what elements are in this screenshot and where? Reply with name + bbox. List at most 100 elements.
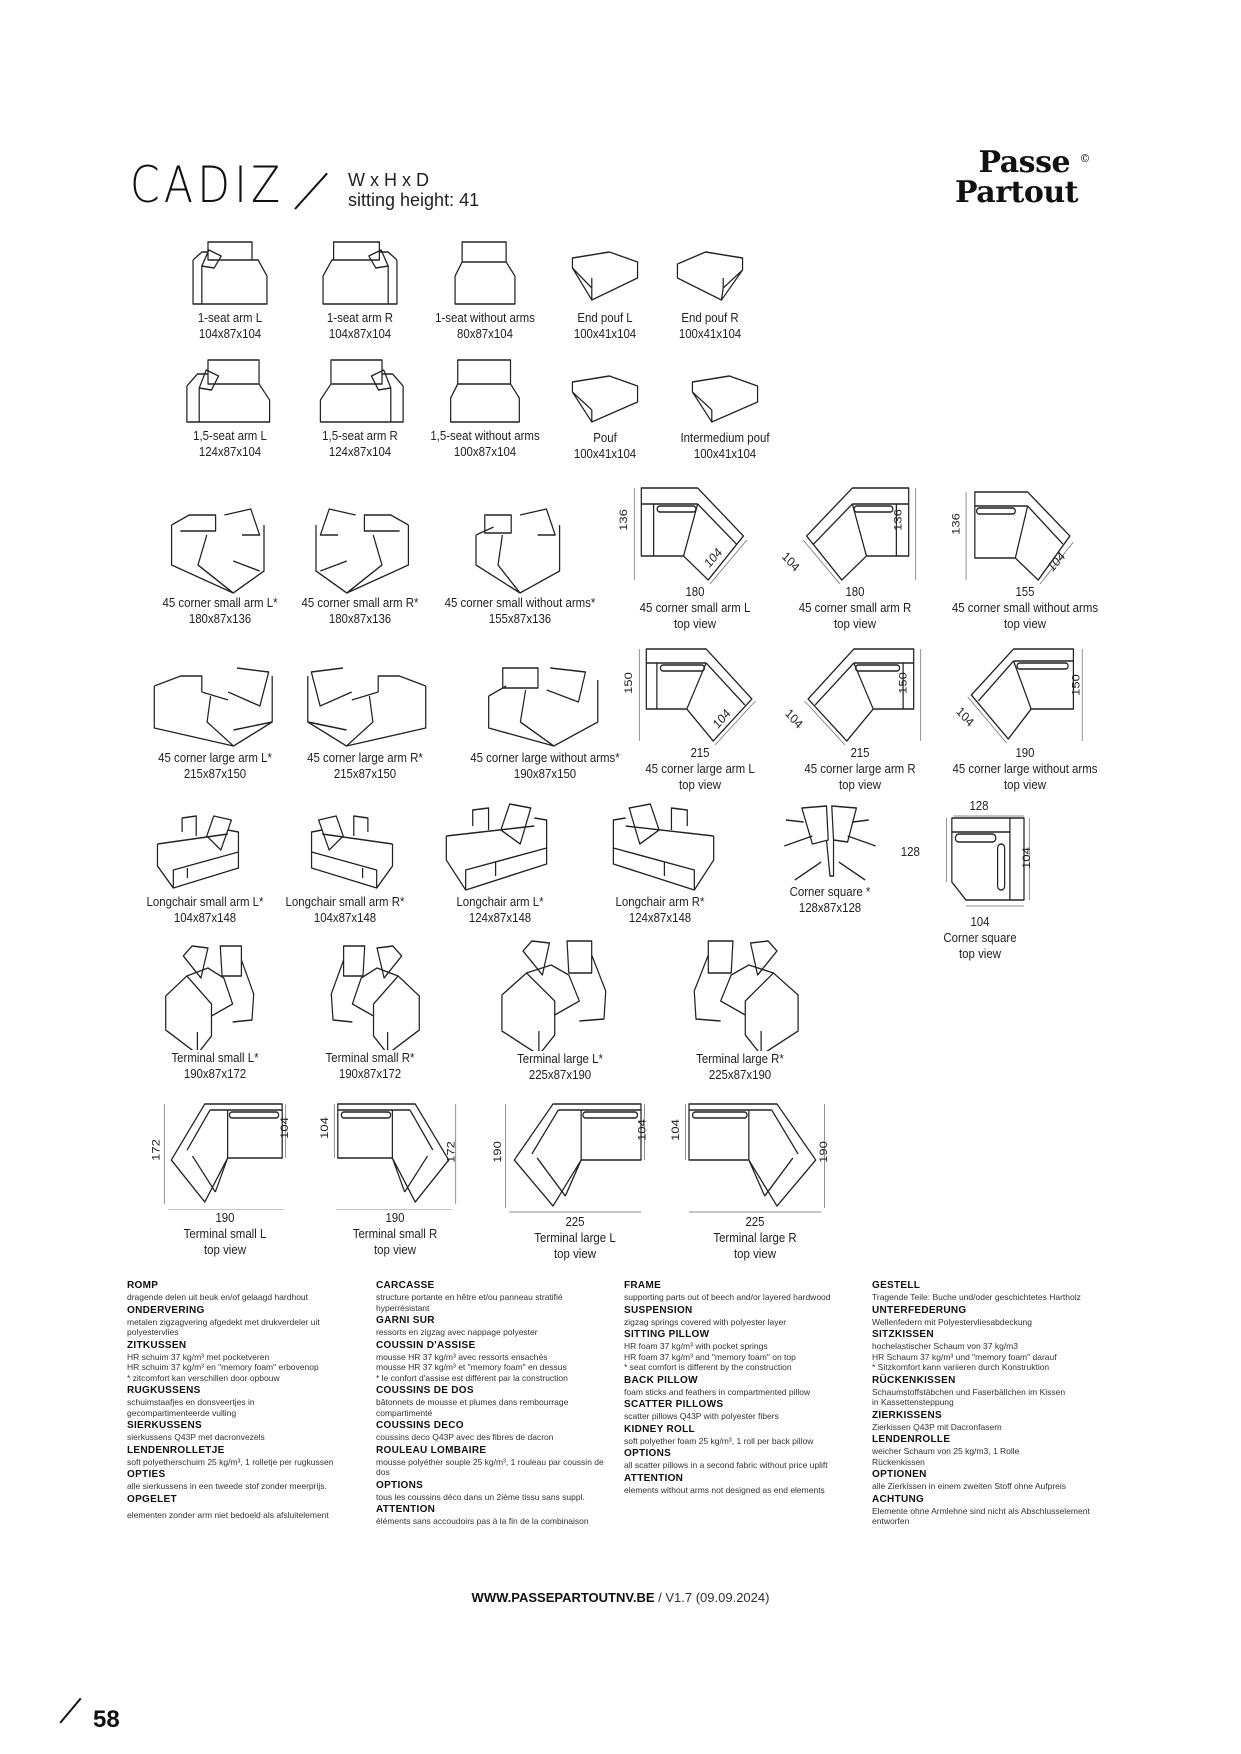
terminal-drawing-icon [330, 945, 420, 1050]
element-1-seat-arm-r: 1-seat arm R 104x87x104 [298, 238, 421, 342]
pouf-drawing-icon [691, 375, 759, 423]
element-name: 45 corner large arm R* [307, 750, 423, 765]
topview-name: 45 corner small arm L [639, 600, 751, 615]
spec-heading: SCATTER PILLOWS [624, 1399, 724, 1410]
corner-sofa-drawing-icon [475, 508, 561, 594]
element-dims: 124x87x148 [628, 910, 692, 925]
element-dims: 124x87x104 [198, 444, 262, 459]
copyright-mark: © [1079, 152, 1091, 165]
element-dims: 104x87x104 [328, 326, 392, 341]
spec-text: ressorts en zigzag avec nappage polyeste… [376, 1327, 538, 1337]
height-dim: 172 [444, 1141, 458, 1163]
width-dim: 190 [215, 1210, 235, 1225]
spec-heading: COUSSINS DE DOS [376, 1385, 474, 1396]
spec-text: schuimstaafjes en donsveertjes in gecomp… [127, 1397, 255, 1418]
element-terminal-large-r: Terminal large R* 225x87x190 [661, 935, 819, 1083]
topview-drawing-icon [802, 487, 917, 584]
element-dims: 155x87x136 [488, 611, 552, 626]
width-dim: 190 [1015, 745, 1035, 760]
spec-text: Tragende Teile: Buche und/oder geschicht… [872, 1292, 1081, 1302]
width-dim: 215 [850, 745, 870, 760]
height-dim: 150 [895, 672, 910, 694]
element-dims: 100x41x104 [693, 446, 757, 461]
topview-drawing-icon [505, 1103, 645, 1213]
element-intermedium-pouf: Intermedium pouf 100x41x104 [668, 372, 782, 462]
width-dim: 215 [690, 745, 710, 760]
spec-text: Zierkissen Q43P mit Dacronfasern [872, 1421, 1002, 1432]
spec-text: éléments sans accoudoirs pas à la fin de… [376, 1516, 589, 1526]
element-name: 1-seat arm L [197, 310, 263, 325]
element-dims: 104x87x148 [313, 910, 377, 925]
spec-text: weicher Schaum von 25 kg/m3, 1 Rolle Rüc… [872, 1446, 1020, 1467]
depth-dim: 104 [1019, 847, 1033, 869]
topview-drawing-icon [685, 1103, 825, 1213]
spec-text: HR schuim 37 kg/m³ met pocketveren HR sc… [127, 1351, 319, 1383]
topview-name: Corner square [943, 930, 1017, 945]
topview-sub: top view [679, 777, 721, 792]
element-45-corner-large-without-arms: 45 corner large without arms* 190x87x150 [457, 660, 633, 782]
element-pouf: Pouf 100x41x104 [557, 372, 654, 462]
element-name: Intermedium pouf [680, 430, 770, 445]
spec-text: soft polyether foam 25 kg/m³, 1 roll per… [624, 1435, 814, 1446]
width-dim: 190 [385, 1210, 405, 1225]
element-name: 1-seat arm R [326, 310, 394, 325]
element-dims: 104x87x104 [198, 326, 262, 341]
logo-line-2: Partout [955, 175, 1079, 210]
spec-text: bâtonnets de mousse et plumes dans rembo… [376, 1397, 569, 1418]
spec-text: sierkussens Q43P met dacronvezels [127, 1432, 265, 1442]
sofa-drawing-icon [192, 241, 268, 305]
spec-heading: SITZKISSEN [872, 1329, 934, 1340]
topview-name: 45 corner large arm L [645, 761, 755, 776]
width-dim: 180 [685, 584, 705, 599]
spec-text: coussins deco Q43P avec des fibres de da… [376, 1432, 554, 1442]
element-dims: 215x87x150 [333, 766, 397, 781]
brand-logo: Passe Partout © [955, 145, 1091, 210]
spec-text: elements without arms not designed as en… [624, 1484, 825, 1495]
topview-45-corner-small-arm-l: 136 104 180 45 corner small arm L top vi… [616, 484, 774, 632]
pouf-drawing-icon [676, 251, 744, 301]
dims-format-label: W x H x D [348, 170, 429, 190]
element-longchair-small-arm-r: Longchair small arm R* 104x87x148 [275, 810, 416, 926]
spec-text: HR foam 37 kg/m³ with pocket springs HR … [624, 1341, 796, 1372]
topview-45-corner-large-without-arms: 150 104 190 45 corner large without arms… [950, 645, 1100, 793]
spec-text: supporting parts out of beech and/or lay… [624, 1292, 831, 1302]
sofa-drawing-icon [322, 241, 398, 305]
spec-text: foam sticks and feathers in compartmente… [624, 1386, 811, 1397]
topview-drawing-icon [333, 1103, 457, 1210]
height-dim: 136 [890, 509, 905, 531]
spec-heading: ATTENTION [624, 1472, 684, 1484]
element-45-corner-large-arm-r: 45 corner large arm R* 215x87x150 [295, 660, 436, 782]
element-dims: 128x87x128 [798, 900, 862, 915]
website-link[interactable]: WWW.PASSEPARTOUTNV.BE [471, 1590, 655, 1605]
spec-text: alle sierkussens in een tweede stof zond… [127, 1481, 327, 1491]
width-dim: 225 [745, 1214, 765, 1229]
corner-sofa-drawing-icon [153, 667, 273, 747]
element-name: Terminal small R* [325, 1050, 415, 1065]
topview-drawing-icon [946, 815, 1030, 907]
width-dim: 104 [970, 914, 990, 929]
topview-name: 45 corner large without arms [952, 761, 1098, 776]
topview-name: Terminal small L [183, 1226, 267, 1241]
spec-heading: GESTELL [872, 1280, 921, 1291]
topview-drawing-icon [804, 648, 922, 745]
element-name: Terminal small L* [171, 1050, 259, 1065]
element-name: Longchair small arm R* [285, 894, 405, 909]
topview-terminal-small-r: 104 172 190 Terminal small R top view [317, 1100, 470, 1258]
topview-sub: top view [839, 777, 881, 792]
spec-heading: OPGELET [127, 1493, 177, 1505]
topview-sub: top view [834, 616, 876, 631]
logo-line-1: Passe [978, 145, 1071, 180]
longchair-drawing-icon [445, 803, 548, 891]
topview-name: 45 corner large arm R [804, 761, 916, 776]
topview-sub: top view [554, 1246, 596, 1261]
height-dim: 136 [616, 509, 630, 531]
terminal-drawing-icon [165, 945, 255, 1050]
element-dims: 180x87x136 [188, 611, 252, 626]
height-dim: 150 [621, 672, 635, 694]
spec-heading: ZIERKISSENS [872, 1409, 942, 1421]
sitting-height-label: sitting height: 41 [348, 190, 480, 210]
element-name: 1-seat without arms [435, 310, 535, 325]
topview-sub: top view [734, 1246, 776, 1261]
spec-heading: COUSSINS DECO [376, 1420, 464, 1431]
